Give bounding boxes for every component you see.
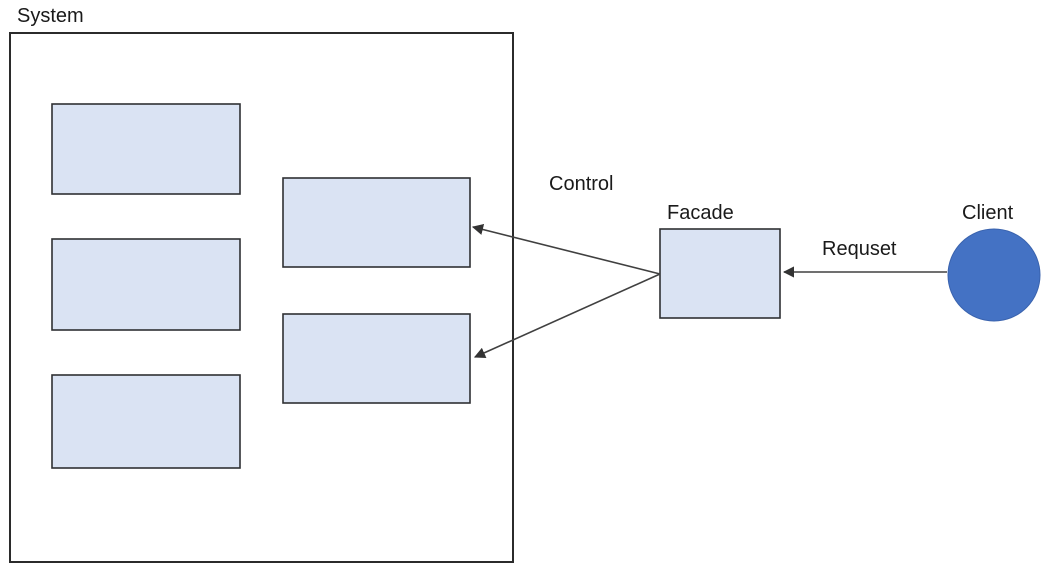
subsystem-box-1[interactable] <box>51 103 241 195</box>
control-edge-label: Control <box>549 173 614 195</box>
subsystem-box-4[interactable] <box>282 177 471 268</box>
client-circle[interactable] <box>947 228 1041 322</box>
facade-box[interactable] <box>659 228 781 319</box>
subsystem-box-2[interactable] <box>51 238 241 331</box>
system-container <box>9 32 514 563</box>
subsystem-box-3[interactable] <box>51 374 241 469</box>
system-label: System <box>17 5 84 27</box>
client-label: Client <box>962 202 1014 224</box>
control-arrow-lower <box>473 273 661 358</box>
subsystem-box-5[interactable] <box>282 313 471 404</box>
request-edge-label: Requset <box>822 238 897 260</box>
facade-label: Facade <box>667 202 734 224</box>
control-arrow-upper <box>471 224 661 275</box>
